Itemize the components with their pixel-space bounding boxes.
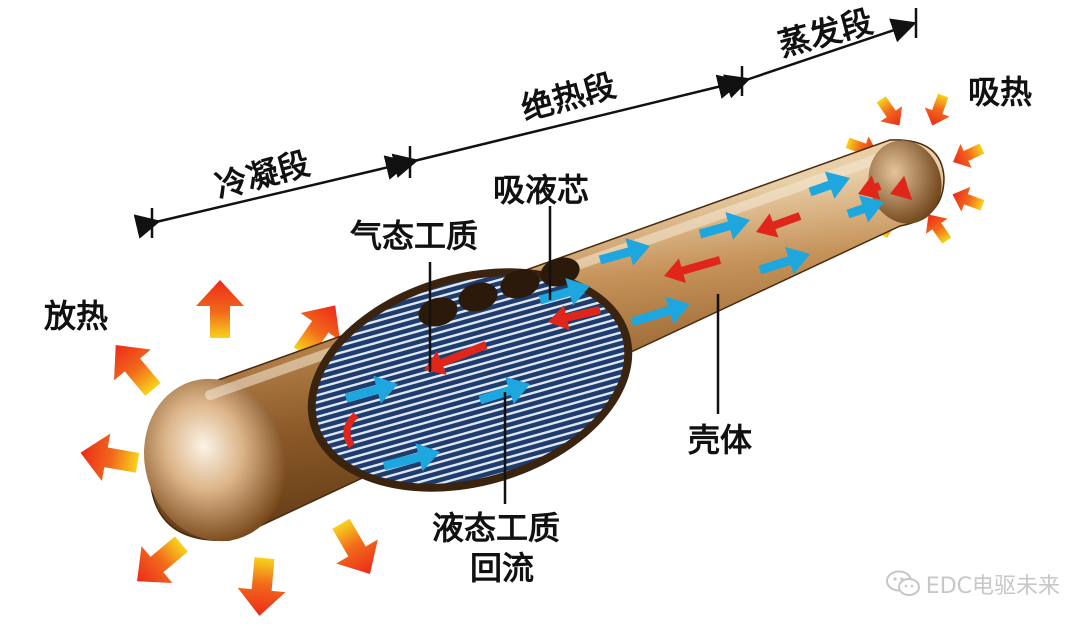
heat-arrow-shape: [924, 93, 950, 126]
dimension-arrow-evaporating: [723, 18, 917, 99]
heat-absorb-arrow: [876, 96, 903, 126]
wick-groove: [418, 297, 458, 327]
vapor-flow-arrow: [664, 256, 722, 284]
label-leader-lines: [428, 206, 720, 504]
heat-arrow-shape: [114, 345, 161, 396]
heat-absorb-arrow: [924, 93, 950, 126]
heat-absorb-arrow: [925, 214, 952, 244]
wick-mesh-line: [291, 366, 649, 469]
wick-groove: [500, 269, 540, 299]
heat-release-arrow: [332, 518, 378, 574]
heat-arrow-shape: [952, 186, 985, 212]
heat-arrow-shape: [137, 536, 188, 583]
liquid-return-label-line1: 液态工质: [432, 509, 561, 547]
liquid-flow-arrow: [478, 376, 530, 405]
liquid-flow-arrow: [344, 375, 398, 404]
wick-groove: [458, 282, 498, 312]
liquid-flow-arrow: [538, 277, 590, 306]
heat-release-arrow: [114, 345, 161, 396]
dimension-arrow-condensing: [133, 155, 411, 239]
wick-mesh-line: [291, 330, 649, 433]
wick-mesh-line: [291, 280, 649, 383]
heat-absorb-arrow: [952, 186, 985, 212]
wick-mesh-line: [291, 323, 649, 426]
vapor-flow-arrow: [890, 175, 913, 201]
liquid-flow-arrow: [598, 237, 650, 266]
liquid-flow-arrow: [758, 246, 810, 275]
wick-mesh-line: [291, 287, 649, 390]
absorb-heat-label: 吸热: [968, 73, 1033, 111]
vapor-flow-arrow: [858, 175, 882, 200]
shell-label: 壳体: [688, 421, 753, 459]
liquid-return-label-line2: 回流: [470, 549, 535, 587]
heat-release-arrow: [196, 280, 244, 338]
liquid-flow-arrow: [698, 211, 750, 240]
pipe-condenser-cap: [144, 378, 286, 542]
liquid-flow-arrow: [630, 296, 690, 327]
vapor-flow-arrow: [424, 341, 488, 375]
heat-arrow-shape: [332, 518, 378, 574]
watermark-text: EDC电驱未来: [925, 574, 1060, 599]
wick-cutaway: [291, 242, 649, 518]
heat-arrow-shape: [237, 557, 286, 616]
section-dimension-lines: [133, 8, 918, 239]
heat-arrow-shape: [80, 433, 140, 481]
heat-absorb-arrow: [953, 143, 985, 168]
wechat-icon: [885, 570, 920, 596]
heat-release-arrow: [80, 433, 140, 481]
dimension-arrow-adiabatic: [391, 74, 743, 178]
release-heat-label: 放热: [44, 297, 109, 335]
heat-arrow-shape: [876, 96, 903, 126]
wick-label: 吸液芯: [493, 171, 590, 209]
vapor-label: 气态工质: [350, 217, 479, 255]
heat-arrow-shape: [293, 305, 340, 359]
heat-release-arrow: [293, 305, 340, 359]
internal-flow-arrows: [343, 171, 913, 472]
vapor-flow-arrow: [548, 305, 601, 331]
vapor-flow-arrow: [756, 212, 802, 238]
liquid-flow-arrow: [846, 195, 884, 223]
heat-arrow-shape: [196, 280, 244, 338]
heat-release-arrow: [137, 536, 188, 583]
wick-mesh-line: [291, 373, 649, 476]
liquid-flow-arrow: [808, 171, 850, 199]
heat-arrow-shape: [953, 143, 985, 168]
vapor-flow-arrow: [343, 412, 359, 449]
heat-arrow-shape: [925, 214, 952, 244]
heat-release-arrow: [237, 557, 286, 616]
watermark: EDC电驱未来: [885, 568, 1060, 600]
liquid-flow-arrow: [382, 443, 440, 472]
